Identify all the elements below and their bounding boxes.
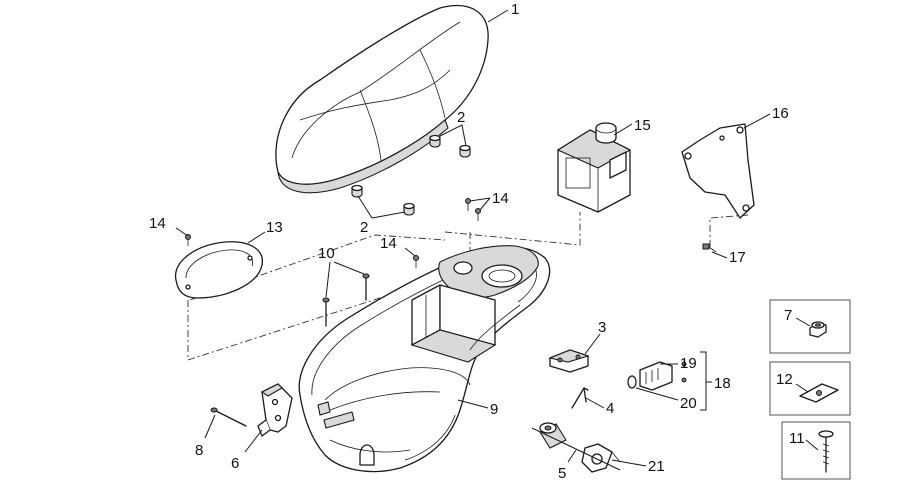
callout-3: 3	[598, 319, 606, 336]
leader-2b	[357, 195, 406, 219]
marker-dot-19	[681, 361, 687, 367]
callout-7: 7	[784, 307, 792, 324]
callout-8: 8	[195, 442, 203, 459]
bracket-18	[700, 351, 712, 411]
leader-14a	[175, 227, 189, 237]
marker-dot-20	[681, 377, 687, 383]
inset-box-11	[781, 421, 851, 480]
inset-box-7	[769, 299, 851, 354]
callout-21: 21	[648, 458, 665, 475]
leader-14c	[469, 197, 491, 211]
leader-13	[247, 231, 266, 244]
leader-10	[325, 261, 365, 298]
latch-part	[548, 349, 590, 373]
leader-5	[567, 449, 577, 463]
leader-21	[611, 459, 647, 467]
battery-cover-part	[556, 122, 632, 213]
callout-2a: 2	[457, 109, 465, 126]
leader-9	[457, 399, 489, 409]
seat-part	[275, 4, 489, 194]
leader-3	[584, 333, 601, 355]
leader-17	[711, 251, 728, 259]
helmet-compartment-part	[298, 245, 551, 473]
callout-18: 18	[714, 375, 731, 392]
lock-lever-part	[581, 443, 621, 473]
lock-cylinder-part	[539, 422, 567, 449]
pin-part	[210, 407, 247, 427]
cover-plate-part	[174, 241, 263, 299]
leader-14b	[404, 247, 416, 257]
screw-14b-part	[413, 255, 419, 268]
callout-11: 11	[789, 430, 805, 447]
screw-17-part	[702, 243, 717, 253]
leader-2a	[439, 124, 467, 147]
callout-20: 20	[680, 395, 697, 412]
callout-14a: 14	[149, 215, 166, 232]
leader-20	[635, 387, 679, 401]
callout-12: 12	[776, 371, 793, 388]
inset-box-12	[769, 361, 851, 416]
leader-1	[487, 9, 509, 23]
hinge-bracket-part	[257, 383, 293, 437]
callout-9: 9	[490, 401, 498, 418]
callout-1: 1	[511, 1, 519, 18]
leader-15	[613, 123, 633, 136]
callout-14c: 14	[492, 190, 509, 207]
leader-16	[743, 113, 771, 129]
screw-14a-part	[185, 234, 191, 246]
callout-15: 15	[634, 117, 651, 134]
callout-19: 19	[680, 355, 697, 372]
leader-6	[244, 429, 263, 453]
callout-13: 13	[266, 219, 283, 236]
callout-16: 16	[772, 105, 789, 122]
callout-4: 4	[606, 400, 614, 417]
callout-5: 5	[558, 465, 566, 482]
callout-17: 17	[729, 249, 746, 266]
bracket-plate-part	[681, 123, 755, 219]
spring-lock-part	[627, 361, 673, 391]
callout-6: 6	[231, 455, 239, 472]
callout-10: 10	[318, 245, 335, 262]
bracket-5	[531, 427, 621, 471]
callout-2b: 2	[360, 219, 368, 236]
leader-8	[204, 414, 216, 439]
screw-14c-part	[465, 198, 481, 221]
callout-14b: 14	[380, 235, 397, 252]
screws-10-parts	[322, 273, 370, 327]
leader-4	[585, 397, 605, 409]
spring-rod-part	[571, 387, 589, 409]
